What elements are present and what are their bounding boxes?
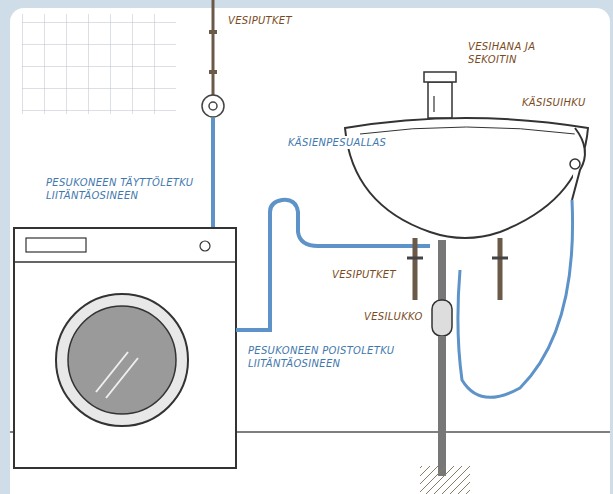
faucet xyxy=(428,82,452,118)
shower-hose xyxy=(458,200,573,397)
part-label: VESIHANA JA SEKOITIN xyxy=(466,40,562,66)
frame xyxy=(10,8,610,494)
floor-drain xyxy=(420,466,470,494)
part-label: PESUKONEEN TÄYTTÖLETKU LIITÄNTÄOSINEEN xyxy=(44,176,208,202)
part-label: KÄSIENPESUALLAS xyxy=(286,136,388,149)
washing-machine xyxy=(14,228,236,468)
trap-pipe xyxy=(438,240,446,300)
water-trap xyxy=(432,300,452,336)
water-pipe xyxy=(212,0,215,96)
part-label: VESIPUTKET xyxy=(226,14,294,27)
valve xyxy=(202,95,224,117)
wall-tiles xyxy=(22,14,176,114)
part-label: VESIPUTKET xyxy=(330,268,398,281)
part-label: VESILUKKO xyxy=(362,310,425,323)
part-label: PESUKONEEN POISTOLETKU LIITÄNTÄOSINEEN xyxy=(246,344,410,370)
part-label: KÄSISUIHKU xyxy=(520,96,588,109)
